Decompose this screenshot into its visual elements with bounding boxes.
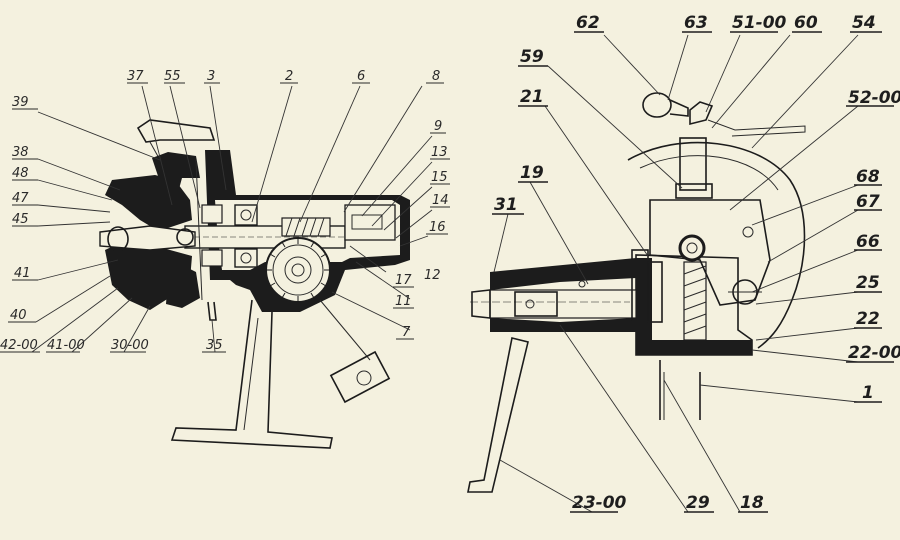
right-side-view	[467, 92, 806, 493]
label-21: 21	[520, 87, 544, 107]
label-59: 59	[520, 47, 544, 67]
label-48: 48	[12, 166, 29, 181]
label-16: 16	[429, 220, 446, 235]
label-2: 2	[285, 69, 293, 84]
label-47: 47	[12, 191, 29, 206]
label-22-00: 22-00	[848, 343, 900, 363]
label-18: 18	[740, 493, 764, 513]
label-52-00: 52-00	[848, 88, 900, 108]
label-19: 19	[520, 163, 544, 183]
label-17: 17	[395, 273, 412, 288]
label-30-00: 30-00	[111, 338, 149, 353]
label-35: 35	[206, 338, 223, 353]
label-25: 25	[856, 273, 880, 293]
label-8: 8	[432, 69, 440, 84]
label-23-00: 23-00	[572, 493, 627, 513]
label-38: 38	[12, 145, 29, 160]
label-6: 6	[357, 69, 365, 84]
left-leader-lines	[31, 85, 433, 353]
label-41-00: 41-00	[47, 338, 85, 353]
label-15: 15	[431, 170, 448, 185]
label-1: 1	[862, 383, 874, 403]
label-40: 40	[10, 308, 27, 323]
label-14: 14	[432, 193, 449, 208]
label-29: 29	[686, 493, 710, 513]
label-42-00: 42-00	[0, 338, 38, 353]
right-view-labels: 62 63 51-00 60 54 59 52-00 21 68 19 67 3…	[492, 13, 900, 513]
right-leader-lines	[493, 34, 859, 513]
label-3: 3	[207, 69, 215, 84]
label-31: 31	[494, 195, 518, 215]
label-45: 45	[12, 212, 29, 227]
label-63: 63	[684, 13, 708, 33]
label-51-00: 51-00	[732, 13, 787, 33]
label-41: 41	[14, 266, 31, 281]
label-11: 11	[395, 294, 412, 309]
label-7: 7	[402, 325, 411, 340]
label-22: 22	[856, 309, 880, 329]
label-37: 37	[127, 69, 144, 84]
label-60: 60	[794, 13, 818, 33]
label-9: 9	[434, 119, 442, 134]
label-67: 67	[856, 192, 880, 212]
label-62: 62	[576, 13, 600, 33]
label-12: 12	[424, 268, 441, 283]
label-13: 13	[431, 145, 448, 160]
label-54: 54	[852, 13, 876, 33]
label-68: 68	[856, 167, 880, 187]
label-55: 55	[164, 69, 181, 84]
left-view-labels: 39 37 55 3 2 6 8 9 13 15 14 16 38 48 47 …	[0, 69, 450, 353]
label-66: 66	[856, 232, 880, 252]
label-39: 39	[12, 95, 29, 110]
left-sectional-view	[99, 119, 410, 449]
